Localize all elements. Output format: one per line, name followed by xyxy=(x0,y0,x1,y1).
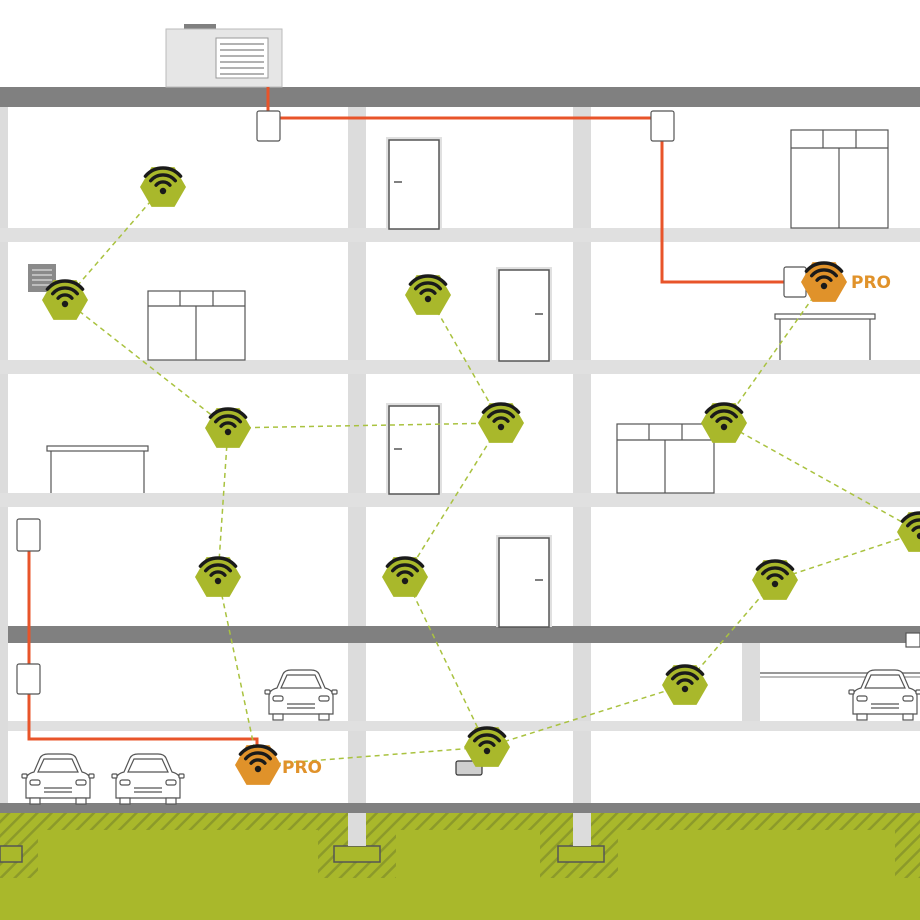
wifi-hexagon-icon xyxy=(701,402,747,443)
wifi-hexagon-icon xyxy=(752,559,798,600)
ground-floor-slab xyxy=(8,626,920,643)
table-icon xyxy=(46,445,149,493)
mesh-link xyxy=(427,294,502,424)
wifi-hexagon-icon xyxy=(195,556,241,597)
car-icon xyxy=(264,669,338,721)
mesh-link xyxy=(404,576,488,748)
wifi-hexagon-icon xyxy=(42,279,88,320)
junction-box-icon xyxy=(256,110,281,142)
cars xyxy=(21,669,920,805)
footing xyxy=(557,845,605,863)
mesh-links xyxy=(64,186,920,766)
mesh-link xyxy=(257,746,488,766)
wifi-hexagon-icon xyxy=(205,407,251,448)
junction-box-icon xyxy=(16,518,41,552)
cable-top xyxy=(266,87,800,284)
door-icon xyxy=(496,535,552,628)
basement-slab xyxy=(0,803,920,813)
wifi-hexagon-icon xyxy=(464,726,510,767)
floor-slab xyxy=(0,493,920,507)
car-icon xyxy=(848,669,920,721)
cabinet-icon xyxy=(790,129,889,229)
mesh-nodes xyxy=(42,166,920,785)
junction-box-icon xyxy=(16,663,41,695)
mesh-link xyxy=(217,427,229,578)
table-icon xyxy=(774,313,876,360)
footing xyxy=(0,845,23,863)
mesh-link xyxy=(64,299,229,429)
parking-slab xyxy=(8,721,920,731)
vent-grille-icon xyxy=(28,264,56,292)
cabinet-icon xyxy=(616,423,715,494)
wifi-hexagon-icon xyxy=(662,664,708,705)
door-icon xyxy=(496,267,552,362)
door-icon xyxy=(386,403,442,495)
car-icon xyxy=(111,753,185,805)
mesh-link xyxy=(404,422,502,578)
tables xyxy=(46,313,876,493)
mesh-link xyxy=(486,684,686,748)
pro-label-basement: PRO xyxy=(282,758,322,778)
mesh-link xyxy=(723,422,920,533)
ground xyxy=(0,812,920,920)
mesh-link xyxy=(723,281,825,424)
columns xyxy=(0,106,760,846)
wifi-hexagon-pro-icon xyxy=(801,261,847,302)
cabinets xyxy=(147,129,889,494)
mesh-link xyxy=(774,531,920,581)
cabinet-icon xyxy=(147,290,246,361)
car-icon xyxy=(21,753,95,805)
footing xyxy=(333,845,381,863)
mesh-link xyxy=(217,576,259,766)
wifi-hexagon-icon xyxy=(405,274,451,315)
wifi-hexagon-icon xyxy=(140,166,186,207)
mesh-link xyxy=(64,186,164,301)
pro-label-upper: PRO xyxy=(851,273,891,293)
wifi-hexagon-icon xyxy=(478,402,524,443)
rooftop-unit-icon xyxy=(165,24,283,88)
floor-slabs xyxy=(0,87,920,813)
wifi-hexagon-icon xyxy=(897,511,920,552)
floor-slab xyxy=(0,360,920,374)
door-icon xyxy=(386,137,442,230)
wifi-hexagon-icon xyxy=(382,556,428,597)
doors xyxy=(386,137,552,628)
floor-slab xyxy=(0,228,920,242)
roof-slab xyxy=(0,87,920,107)
wifi-hexagon-pro-icon xyxy=(235,744,281,785)
mesh-link xyxy=(227,422,502,429)
junction-box-icon xyxy=(650,110,675,142)
